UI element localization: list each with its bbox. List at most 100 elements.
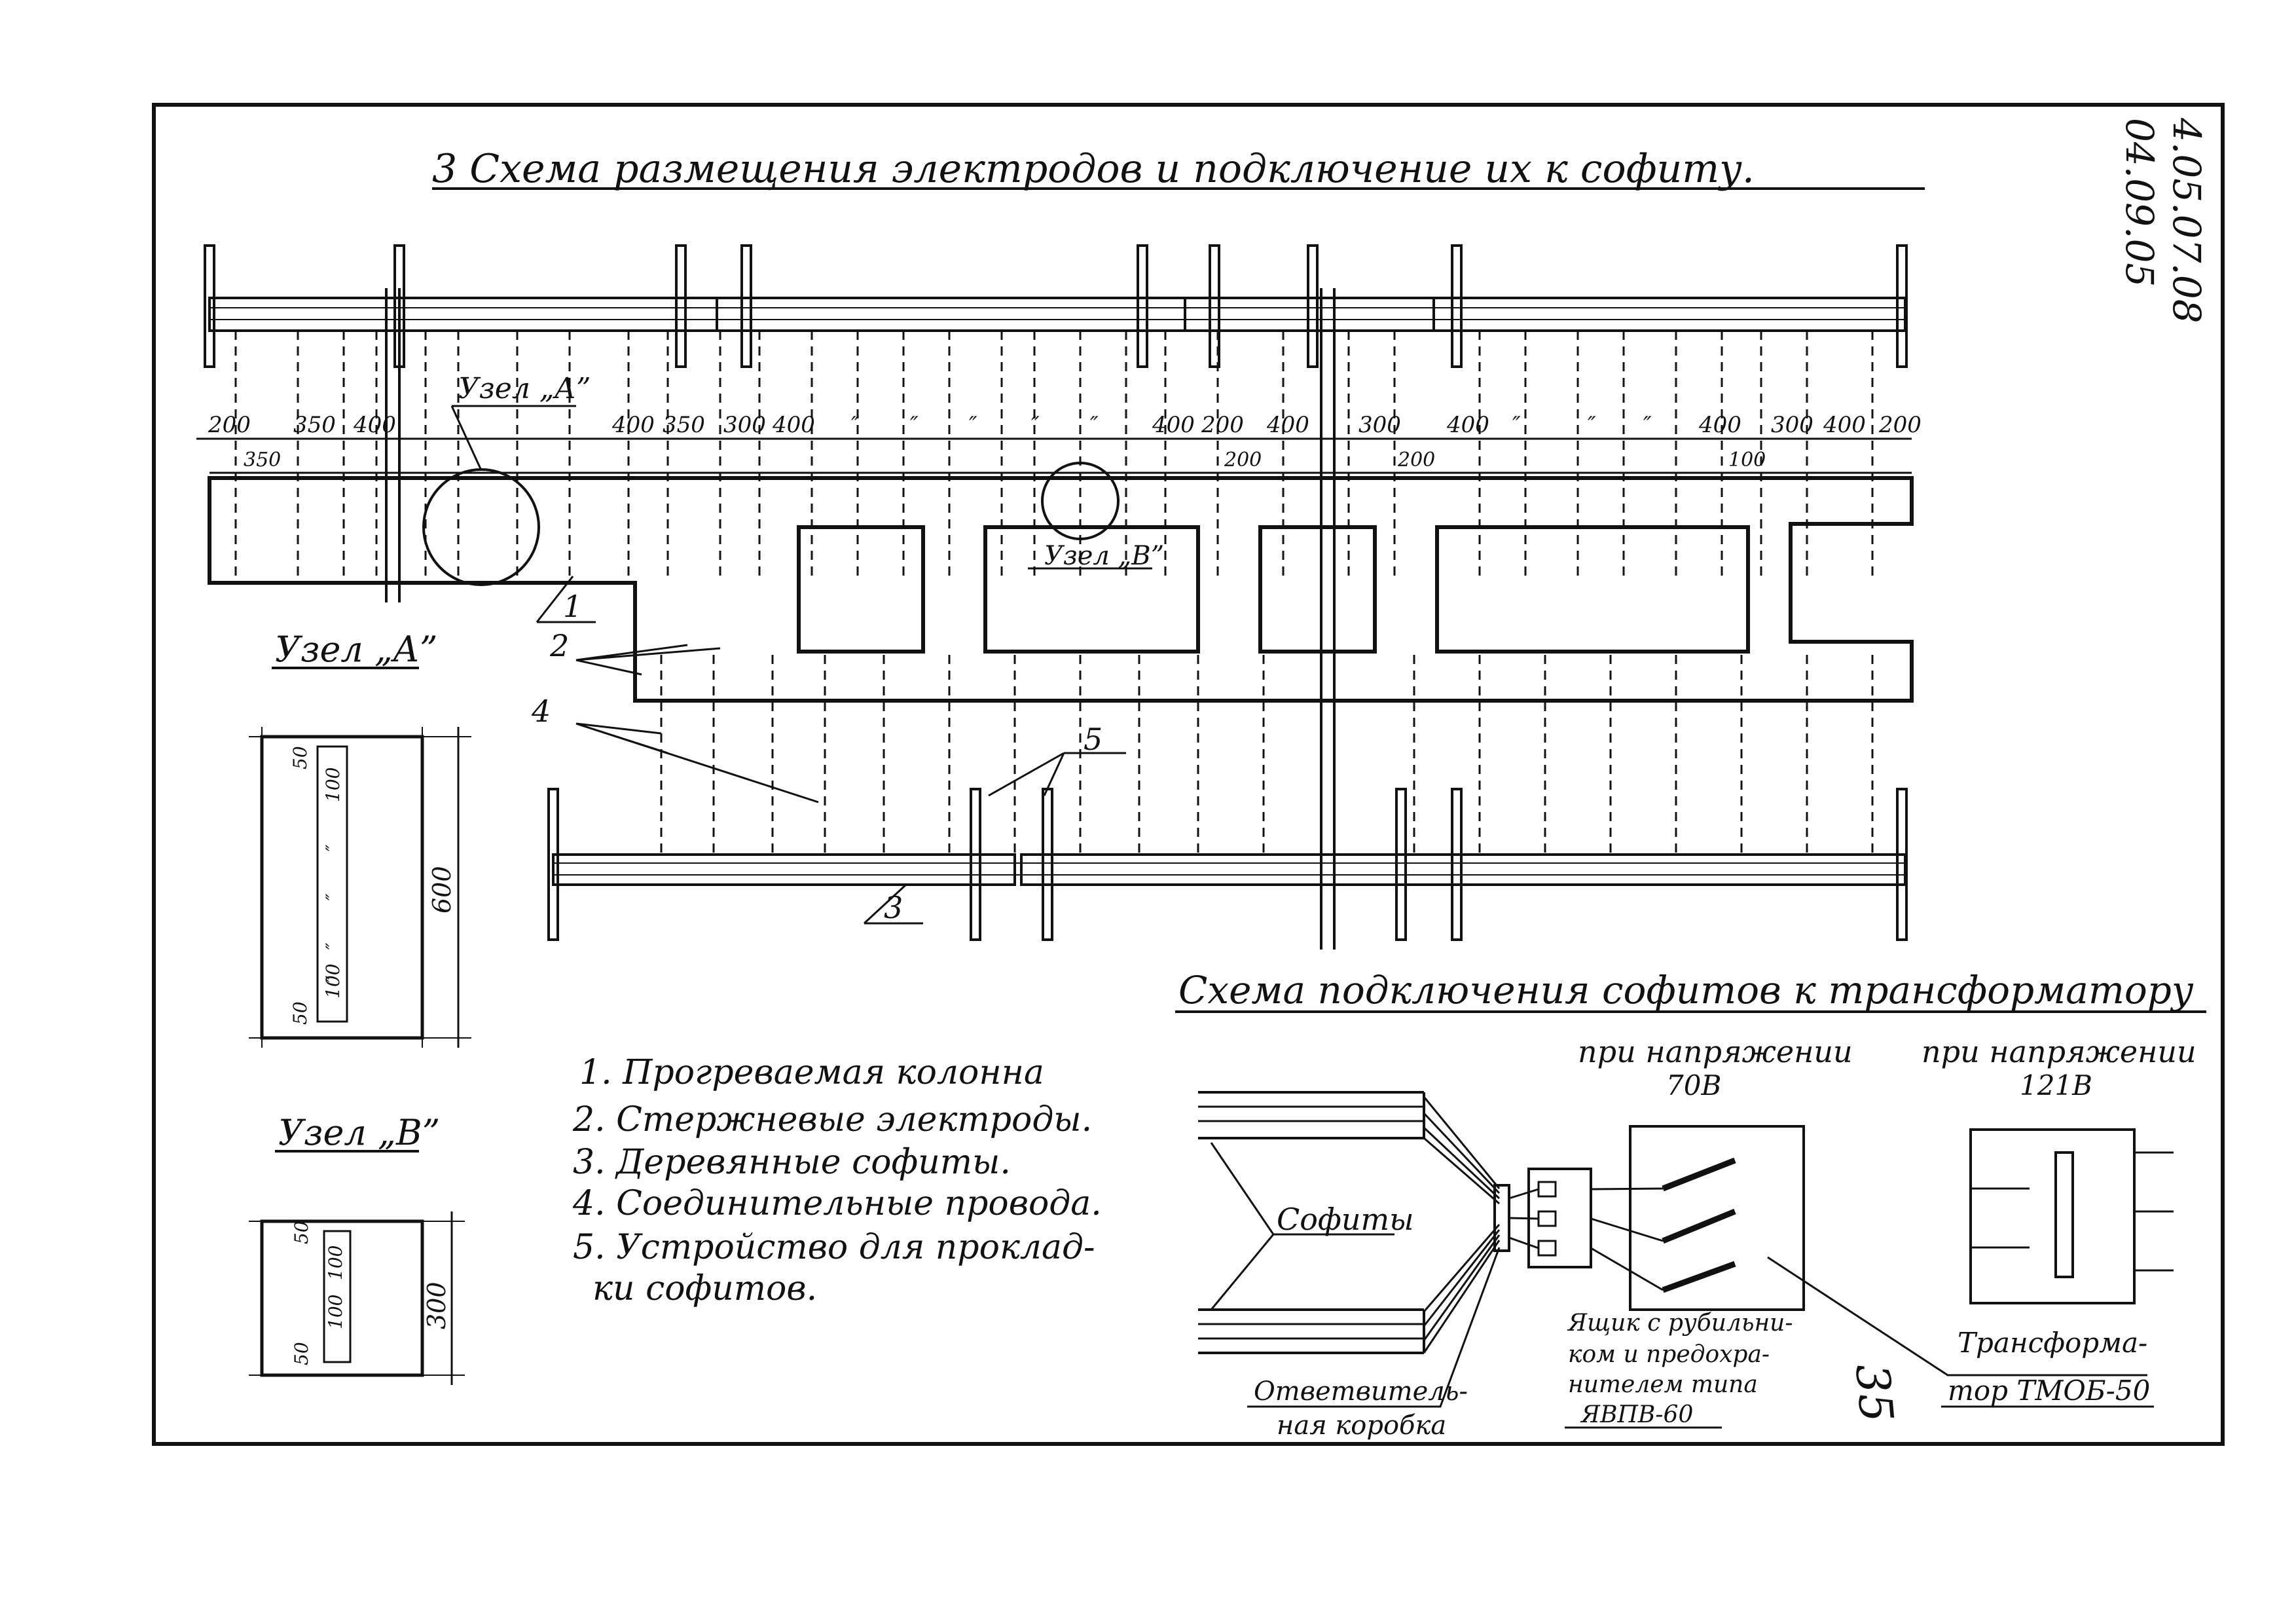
sofits-label: Софиты — [1277, 1202, 1414, 1237]
connector-2 — [1537, 1210, 1557, 1227]
dim-lower-200-b: 200 — [1397, 449, 1435, 471]
transformer-label-1: Трансформа- — [1958, 1327, 2147, 1359]
legend-item-2: 2. Стержневые электроды. — [572, 1100, 1092, 1139]
main-title: 3 Схема размещения электродов и подключе… — [432, 146, 1755, 192]
callout-2-leaders — [575, 644, 721, 676]
code-stamp-line-1: 4.05.07.08 — [2164, 117, 2209, 323]
top-sofit-4 — [1432, 297, 1906, 332]
column-opening-3 — [1258, 525, 1377, 654]
top-post-1 — [204, 244, 215, 368]
switch-knives — [1662, 1157, 1736, 1293]
node-b-marker-label: Узел „В” — [1044, 541, 1164, 571]
dim-top-18: 400 — [1266, 412, 1309, 438]
top-sofit-1 — [208, 297, 718, 332]
node-b-height: 300 — [422, 1282, 451, 1329]
voltage-left-value: 70В — [1666, 1069, 1721, 1101]
top-post-8 — [1451, 244, 1463, 368]
legend-item-4: 4. Соединительные провода. — [572, 1184, 1102, 1223]
junction-label-leader — [1247, 1247, 1501, 1408]
dim-lower-350: 350 — [244, 449, 281, 471]
bottom-sofit-1 — [552, 853, 1016, 886]
break-lines — [385, 288, 1336, 950]
node-a-circle — [422, 468, 540, 586]
dim-top-15: ″ — [1090, 412, 1099, 438]
connector-1 — [1537, 1181, 1557, 1198]
callout-5: 5 — [1084, 722, 1102, 757]
node-a-dim-6: ″ — [322, 975, 344, 982]
top-post-5 — [1137, 244, 1148, 368]
node-a-dim-2: 100 — [322, 767, 344, 802]
legend-item-1: 1. Прогреваемая колонна — [579, 1053, 1044, 1092]
heated-column-outline — [208, 476, 1914, 703]
knife-2 — [1662, 1208, 1736, 1244]
callout-3-leader — [863, 883, 923, 925]
sofit-bundle-top — [1198, 1091, 1425, 1139]
dim-top-24: 400 — [1698, 412, 1741, 438]
legend-item-5-cont: ки софитов. — [592, 1269, 817, 1308]
legend-item-3: 3. Деревянные софиты. — [573, 1143, 1011, 1182]
top-post-4 — [740, 244, 752, 368]
sofit-bundle-bottom — [1198, 1308, 1425, 1354]
top-post-6 — [1209, 244, 1220, 368]
dim-top-8: 350 — [663, 412, 705, 438]
dim-top-27: 200 — [1878, 412, 1922, 438]
junction-to-connector — [1508, 1188, 1539, 1249]
node-a-dim-4: ″ — [322, 893, 344, 900]
junction-label-2: ная коробка — [1277, 1411, 1446, 1441]
node-a-dim-1: 50 — [289, 746, 311, 769]
node-a-detail: 600 — [249, 727, 471, 1048]
dim-top-1: 200 — [208, 412, 251, 438]
callout-3: 3 — [884, 890, 903, 925]
node-a-dim-7: 100 — [322, 964, 344, 999]
page-mark: 35 — [1845, 1361, 1903, 1424]
node-b-circle — [1041, 462, 1120, 540]
dim-lower-100: 100 — [1728, 449, 1766, 471]
switch-to-transformer-leader — [1767, 1256, 2147, 1376]
top-sofit-band — [208, 297, 1906, 332]
top-post-9 — [1896, 244, 1908, 368]
dim-top-20: 400 — [1446, 412, 1489, 438]
bottom-sofit-2 — [1020, 853, 1906, 886]
bottom-post-4 — [1395, 788, 1407, 941]
callout-4: 4 — [531, 693, 551, 729]
callout-4-leaders — [575, 722, 819, 803]
dimension-row-lower: 350 200 200 100 — [244, 449, 1766, 471]
node-a-dim-5: ″ — [322, 942, 344, 950]
column-opening-2 — [983, 525, 1200, 654]
node-b-dim-1: 50 — [291, 1221, 312, 1244]
node-a-dim-3: ″ — [322, 844, 344, 851]
dim-top-12: ″ — [910, 412, 919, 438]
sofit-wires-top — [1423, 1096, 1501, 1205]
switch-label-2: ком и предохра- — [1568, 1341, 1770, 1368]
scheme2-title: Схема подключения софитов к трансформато… — [1178, 968, 2194, 1012]
junction-label-1: Ответвитель- — [1254, 1376, 1468, 1407]
voltage-left-label: при напряжении — [1578, 1034, 1853, 1069]
sofits-label-leaders — [1210, 1142, 1394, 1310]
dim-top-2: 350 — [293, 412, 336, 438]
dim-top-3: 400 — [353, 412, 396, 438]
top-sofit-2 — [716, 297, 1186, 332]
bottom-post-2 — [970, 788, 981, 941]
dim-top-13: ″ — [969, 412, 977, 438]
dim-top-10: 400 — [772, 412, 815, 438]
column-opening-1 — [797, 525, 925, 654]
connector-3 — [1537, 1240, 1557, 1257]
bottom-post-6 — [1896, 788, 1908, 941]
callout-1: 1 — [563, 589, 582, 624]
transformer-taps — [1971, 1151, 2174, 1272]
dim-top-7: 400 — [611, 412, 655, 438]
dim-lower-200-a: 200 — [1224, 449, 1262, 471]
top-posts — [204, 244, 1908, 368]
bottom-post-5 — [1451, 788, 1463, 941]
node-b-dim-4: 50 — [291, 1342, 312, 1365]
dim-top-23: ″ — [1643, 412, 1652, 438]
dim-top-22: ″ — [1588, 412, 1596, 438]
callout-1-leader — [536, 576, 596, 623]
rod-electrodes — [234, 331, 1874, 855]
sheet-frame — [152, 103, 2225, 1446]
node-b-dim-2: 100 — [325, 1246, 346, 1280]
dim-top-21: ″ — [1512, 412, 1521, 438]
node-a-title: Узел „А” — [275, 629, 437, 670]
